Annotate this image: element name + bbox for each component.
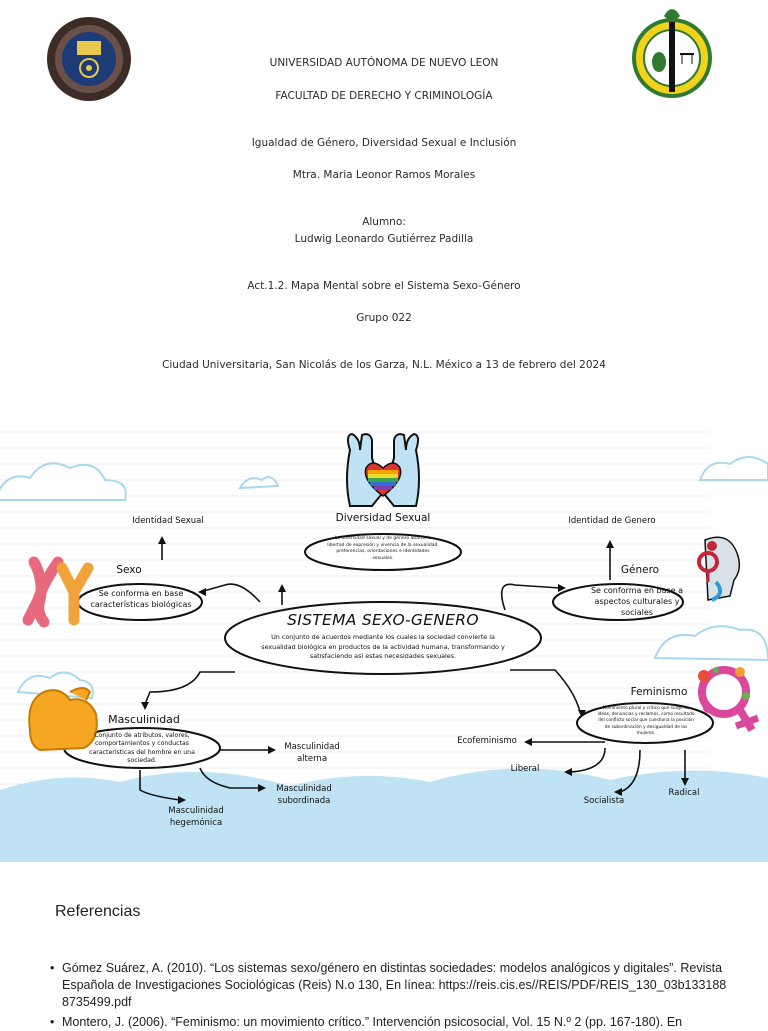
central-title: SISTEMA SEXO-GENERO — [287, 611, 479, 629]
group-label: Grupo 022 — [356, 312, 412, 324]
venus-flower-icon — [698, 666, 760, 733]
student-name: Ludwig Leonardo Gutiérrez Padilla — [294, 233, 474, 245]
bullet-icon: • — [50, 1015, 55, 1029]
liberal-label: Liberal — [510, 764, 540, 774]
sexo-title: Sexo — [116, 564, 142, 576]
reference-text: Montero, J. (2006). “Feminismo: un movim… — [62, 1015, 683, 1029]
diversidad-description: La diversidad sexual y de género abarca … — [327, 536, 439, 561]
genero-description: Se conforma en base a aspectos culturale… — [590, 586, 684, 617]
hands-heart-icon — [346, 432, 420, 507]
masculinidad-title: Masculinidad — [108, 713, 180, 726]
masculinidad-description: Conjunto de atributos, valores, comporta… — [89, 732, 195, 765]
identidad-sexual-label: Identidad Sexual — [132, 516, 204, 526]
university-name: UNIVERSIDAD AUTÓNOMA DE NUEVO LEON — [269, 57, 499, 69]
diversidad-title: Diversidad Sexual — [335, 512, 431, 524]
place-date: Ciudad Universitaria, San Nicolás de los… — [162, 359, 606, 371]
identidad-genero-label: Identidad de Genero — [568, 516, 656, 526]
masculinidad-subordinada: Masculinidad subordinada — [276, 784, 332, 806]
activity-title: Act.1.2. Mapa Mental sobre el Sistema Se… — [247, 280, 521, 292]
genero-title: Género — [620, 564, 660, 576]
central-description: Un conjunto de acuerdos mediante los cua… — [261, 633, 505, 661]
mind-map: SISTEMA SEXO-GENERO Un conjunto de acuer… — [0, 430, 768, 862]
facdyc-logo — [624, 2, 720, 104]
masculinidad-hegemonica: Masculinidad hegemónica — [168, 806, 224, 828]
uanl-logo — [44, 14, 134, 104]
teacher-name: Mtra. Maria Leonor Ramos Morales — [292, 169, 476, 181]
gender-head-icon — [697, 536, 741, 602]
references-title: Referencias — [55, 903, 141, 920]
faculty-name: FACULTAD DE DERECHO Y CRIMINOLOGÍA — [275, 90, 493, 102]
bullet-icon: • — [50, 961, 55, 975]
sexo-description: Se conforma en base características biol… — [90, 589, 192, 609]
student-label: Alumno: — [362, 216, 406, 228]
flexed-arm-icon — [28, 687, 98, 752]
feminismo-description: Movimiento plural y crítico que surge de… — [597, 706, 695, 736]
masculinidad-alterna: Masculinidad alterna — [284, 742, 340, 764]
ecofeminismo-label: Ecofeminismo — [457, 736, 517, 746]
reference-text: Gómez Suárez, A. (2010). “Los sistemas s… — [62, 961, 727, 1009]
xy-chromosome-icon — [22, 556, 94, 628]
feminismo-title: Feminismo — [630, 686, 688, 698]
course-name: Igualdad de Género, Diversidad Sexual e … — [251, 137, 517, 149]
socialista-label: Socialista — [583, 796, 625, 806]
radical-label: Radical — [668, 788, 700, 798]
